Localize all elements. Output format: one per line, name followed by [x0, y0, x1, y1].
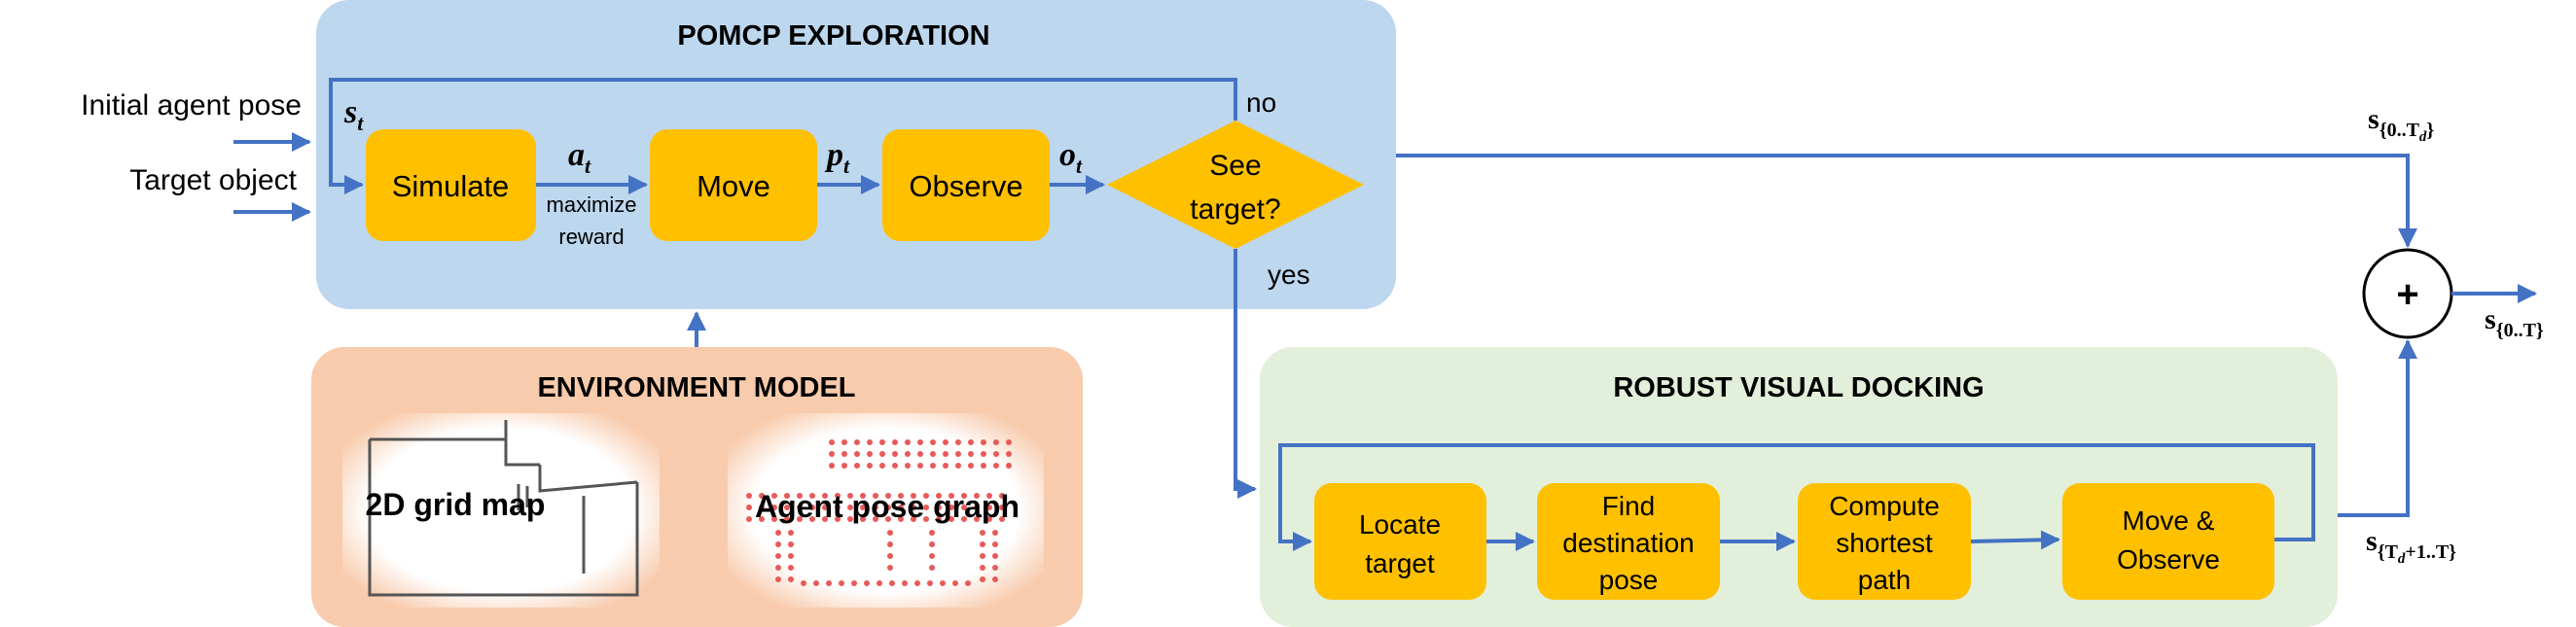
compute-path-node — [1798, 483, 1971, 600]
pose-pt-label: pt — [824, 137, 850, 178]
simulate-label: Simulate — [392, 169, 510, 203]
action-at-label: at — [568, 137, 591, 178]
decision-line-2: target? — [1190, 193, 1280, 226]
maximize-line-1: maximize — [547, 192, 637, 217]
compute-to-move-arrow — [1970, 530, 2060, 550]
trajectory-docking-label: s{Td+1..T} — [2366, 525, 2456, 567]
find-line-2: destination — [1562, 528, 1694, 558]
combine-symbol: + — [2396, 273, 2418, 316]
decision-line-1: See — [1209, 150, 1261, 182]
see-target-decision — [1107, 121, 1364, 249]
find-destination-node — [1537, 483, 1720, 600]
simulate-node — [366, 129, 536, 241]
pose-graph-icon — [746, 439, 1012, 586]
maximize-line-2: reward — [558, 225, 624, 249]
grid-map-icon — [368, 420, 639, 597]
yes-to-docking-arrow — [1234, 249, 1257, 499]
grid-map-label: 2D grid map — [366, 487, 546, 522]
move-observe-line-2: Observe — [2117, 544, 2220, 575]
initial-pose-label: Initial agent pose — [81, 89, 302, 122]
pomcp-panel — [316, 0, 1396, 309]
state-st-label: st — [343, 94, 364, 135]
observation-ot-label: ot — [1059, 137, 1083, 178]
move-node — [650, 129, 817, 241]
compute-line-2: shortest — [1836, 528, 1933, 558]
trajectory-pomcp-label: s{0..Td} — [2368, 103, 2434, 145]
compute-line-1: Compute — [1829, 491, 1940, 521]
docking-title: ROBUST VISUAL DOCKING — [1613, 372, 1984, 403]
environment-title: ENVIRONMENT MODEL — [537, 372, 855, 403]
move-label: Move — [697, 169, 770, 203]
locate-line-1: Locate — [1359, 509, 1441, 540]
observe-label: Observe — [909, 169, 1022, 203]
pose-graph-card — [728, 413, 1044, 608]
find-line-3: pose — [1599, 565, 1659, 595]
no-loop-arrow — [329, 78, 1237, 194]
locate-line-2: target — [1365, 548, 1435, 578]
yes-label: yes — [1268, 260, 1310, 290]
trajectory-full-label: s{0..T} — [2485, 303, 2544, 341]
pose-graph-label: Agent pose graph — [755, 489, 1020, 524]
no-label: no — [1246, 87, 1276, 118]
docking-loop-arrow — [1278, 443, 2315, 551]
pomcp-title: POMCP EXPLORATION — [677, 20, 989, 52]
observe-node — [882, 129, 1050, 241]
move-observe-node — [2062, 483, 2274, 600]
docking-trajectory-arrow — [2338, 339, 2417, 517]
locate-target-node — [1314, 483, 1486, 600]
move-observe-line-1: Move & — [2123, 505, 2215, 536]
target-object-label: Target object — [129, 164, 297, 196]
compute-line-3: path — [1858, 565, 1912, 595]
find-line-1: Find — [1602, 491, 1655, 521]
early-trajectory-arrow — [1396, 154, 2417, 248]
grid-map-card — [342, 413, 660, 608]
